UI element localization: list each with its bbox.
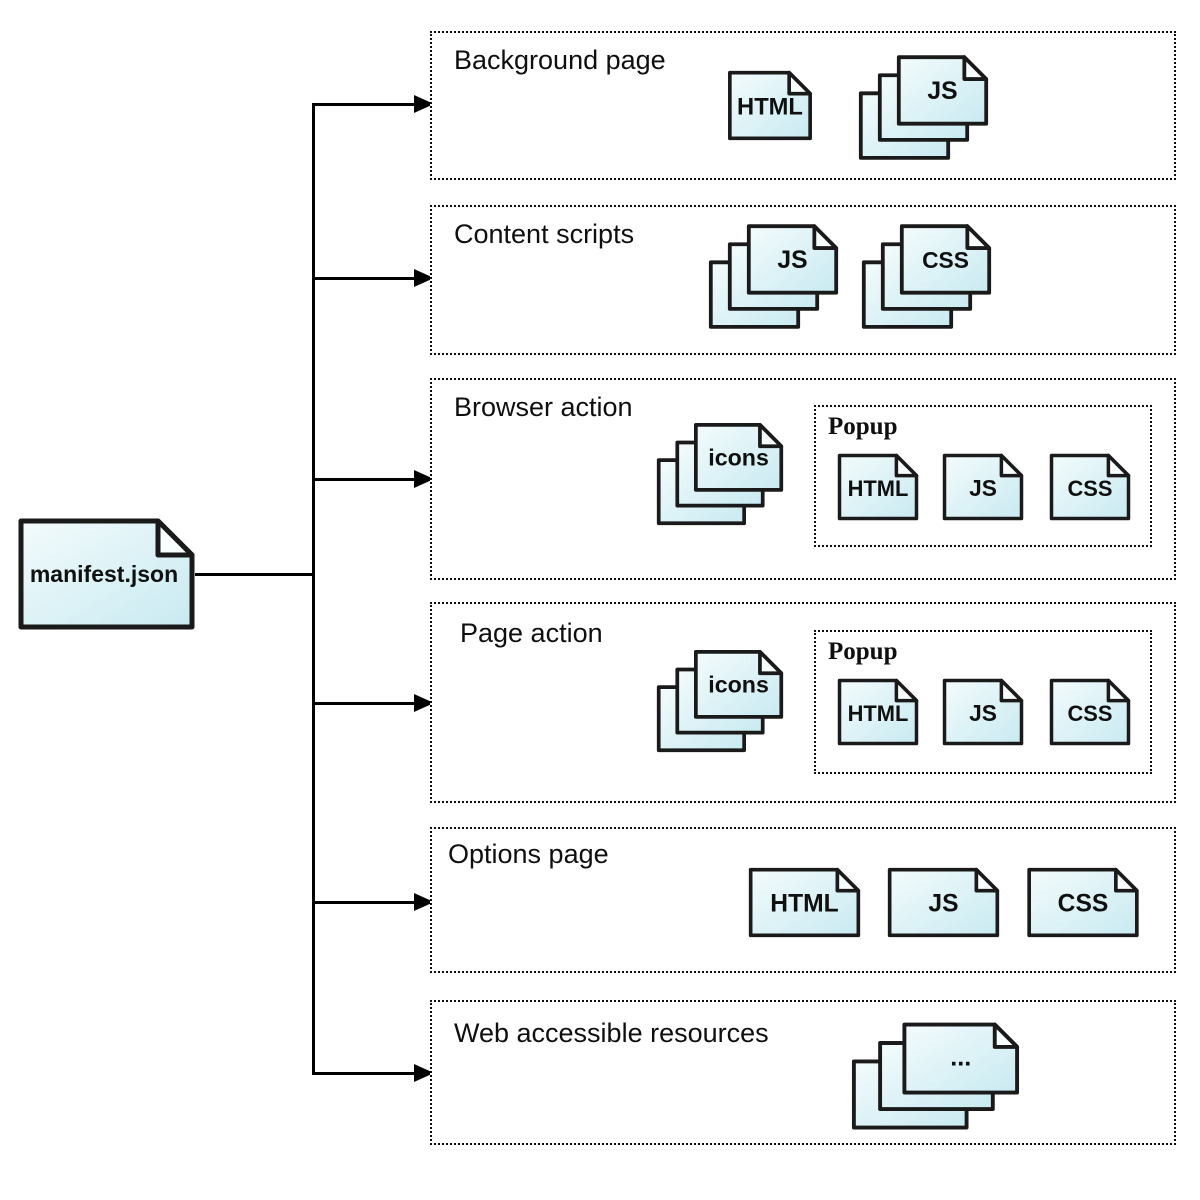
css-file-stack-icon: CSS [861, 224, 992, 329]
branch-line-content [313, 277, 416, 280]
js-stack-label: JS [927, 78, 957, 105]
popup-html-label: HTML [848, 701, 909, 726]
icons-file-stack-icon: icons [656, 423, 784, 526]
js-file-label: JS [928, 891, 958, 918]
manifest-file-label: manifest.json [30, 561, 178, 587]
popup-css-label: CSS [1068, 476, 1113, 501]
manifest-connector-line [195, 573, 314, 576]
section-background-page: Background page HTML JS [430, 31, 1176, 180]
popup-js-file-icon: JS [942, 453, 1024, 521]
branch-line-war [313, 1072, 416, 1075]
section-title-options-page: Options page [448, 839, 609, 869]
html-file-icon: HTML [748, 867, 861, 938]
section-options-page: Options page HTML JS CSS [430, 827, 1176, 973]
arrowhead-content [414, 269, 434, 287]
section-title-browser-action: Browser action [454, 392, 633, 422]
css-stack-label: CSS [922, 247, 969, 273]
popup-js-label: JS [969, 700, 997, 726]
section-title-content-scripts: Content scripts [454, 219, 635, 249]
trunk-line [312, 103, 315, 1075]
section-web-accessible-resources: Web accessible resources ... [430, 1000, 1176, 1145]
popup-js-file-icon: JS [942, 678, 1024, 746]
manifest-file-icon: manifest.json [18, 518, 195, 630]
branch-line-browser-action [313, 478, 416, 481]
html-file-icon: HTML [728, 70, 812, 141]
arrowhead-background [414, 95, 434, 113]
popup-css-file-icon: CSS [1049, 678, 1131, 746]
icons-stack-label: icons [708, 672, 769, 698]
js-file-stack-icon: JS [708, 224, 839, 329]
branch-line-options [313, 901, 416, 904]
arrowhead-browser-action [414, 470, 434, 488]
html-file-label: HTML [770, 891, 838, 918]
popup-box: Popup HTML JS CSS [814, 630, 1152, 774]
section-title-page-action: Page action [460, 618, 603, 648]
css-file-icon: CSS [1027, 867, 1139, 938]
arrowhead-options [414, 893, 434, 911]
popup-html-file-icon: HTML [837, 678, 919, 746]
icons-file-stack-icon: icons [656, 650, 784, 753]
popup-css-file-icon: CSS [1049, 453, 1131, 521]
section-title-background-page: Background page [454, 45, 666, 75]
popup-title: Popup [828, 638, 898, 665]
arrowhead-war [414, 1064, 434, 1082]
section-page-action: Page action icons Popup HTML JS [430, 602, 1176, 803]
arrowhead-page-action [414, 694, 434, 712]
branch-line-page-action [313, 702, 416, 705]
popup-title: Popup [828, 413, 898, 440]
popup-js-label: JS [969, 475, 997, 501]
section-browser-action: Browser action icons Popup HTML JS [430, 378, 1176, 580]
resources-file-stack-icon: ... [851, 1022, 1020, 1130]
section-content-scripts: Content scripts JS CSS [430, 205, 1176, 355]
popup-css-label: CSS [1068, 701, 1113, 726]
resources-stack-label: ... [950, 1043, 971, 1071]
js-file-icon: JS [887, 867, 1000, 938]
section-title-web-accessible-resources: Web accessible resources [454, 1018, 769, 1048]
branch-line-background [313, 103, 416, 106]
js-file-stack-icon: JS [858, 55, 989, 160]
html-file-label: HTML [737, 95, 803, 121]
css-file-label: CSS [1058, 891, 1109, 918]
js-stack-label: JS [777, 247, 807, 274]
icons-stack-label: icons [708, 445, 769, 471]
popup-html-label: HTML [848, 476, 909, 501]
popup-box: Popup HTML JS CSS [814, 405, 1152, 547]
popup-html-file-icon: HTML [837, 453, 919, 521]
